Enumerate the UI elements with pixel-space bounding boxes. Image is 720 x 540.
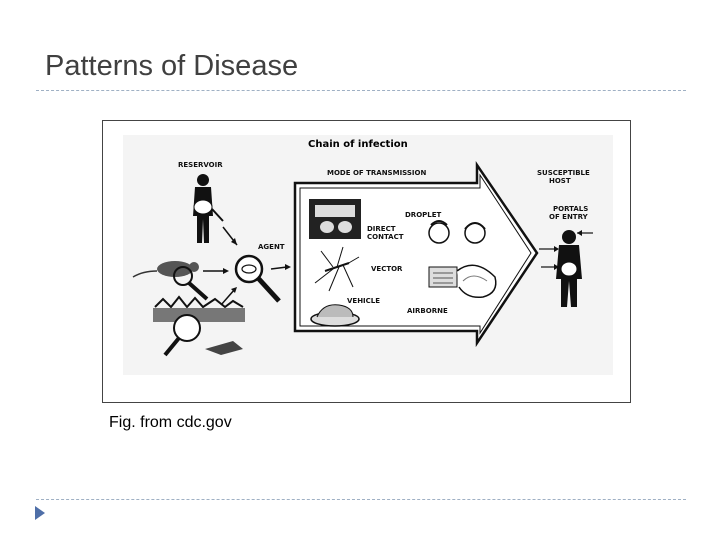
- footer-divider: [36, 499, 686, 500]
- vehicle-food-icon: [310, 304, 360, 327]
- droplet-faces-icon: [428, 220, 486, 244]
- droplet-label: DROPLET: [405, 211, 442, 219]
- agent-label: AGENT: [258, 243, 285, 251]
- portals-of-entry-label-line1: PORTALS: [553, 205, 588, 213]
- magnifier-icon: [173, 266, 209, 301]
- airborne-icon: [428, 264, 497, 299]
- arrows-to-agent: [203, 226, 291, 306]
- rat-icon: [132, 261, 199, 278]
- chain-of-infection-figure: Chain of infection RESERVOIR: [102, 120, 631, 403]
- slide-title: Patterns of Disease: [45, 50, 299, 82]
- next-slide-arrow-icon[interactable]: [34, 505, 46, 521]
- direct-contact-label-line2: CONTACT: [367, 233, 404, 241]
- susceptible-host-person-icon: [539, 230, 593, 307]
- vector-label: VECTOR: [371, 265, 403, 273]
- agent-magnifier-icon: [234, 254, 281, 303]
- vehicle-label: VEHICLE: [347, 297, 380, 305]
- environment-soil-icon: [153, 295, 245, 357]
- direct-contact-icon: [309, 199, 361, 239]
- reservoir-person-icon: [193, 174, 224, 243]
- vector-mosquito-icon: [314, 246, 360, 292]
- mode-of-transmission-label: MODE OF TRANSMISSION: [327, 169, 426, 177]
- susceptible-host-label-line1: SUSCEPTIBLE: [537, 169, 590, 177]
- airborne-label: AIRBORNE: [407, 307, 448, 315]
- direct-contact-label-line1: DIRECT: [367, 225, 396, 233]
- portals-of-entry-label-line2: OF ENTRY: [549, 213, 589, 221]
- title-divider: [36, 90, 686, 91]
- susceptible-host-label-line2: HOST: [549, 177, 571, 185]
- chain-of-infection-diagram: Chain of infection RESERVOIR: [123, 135, 613, 375]
- figure-caption: Fig. from cdc.gov: [109, 414, 232, 431]
- reservoir-label: RESERVOIR: [178, 161, 223, 169]
- figure-title: Chain of infection: [308, 139, 408, 150]
